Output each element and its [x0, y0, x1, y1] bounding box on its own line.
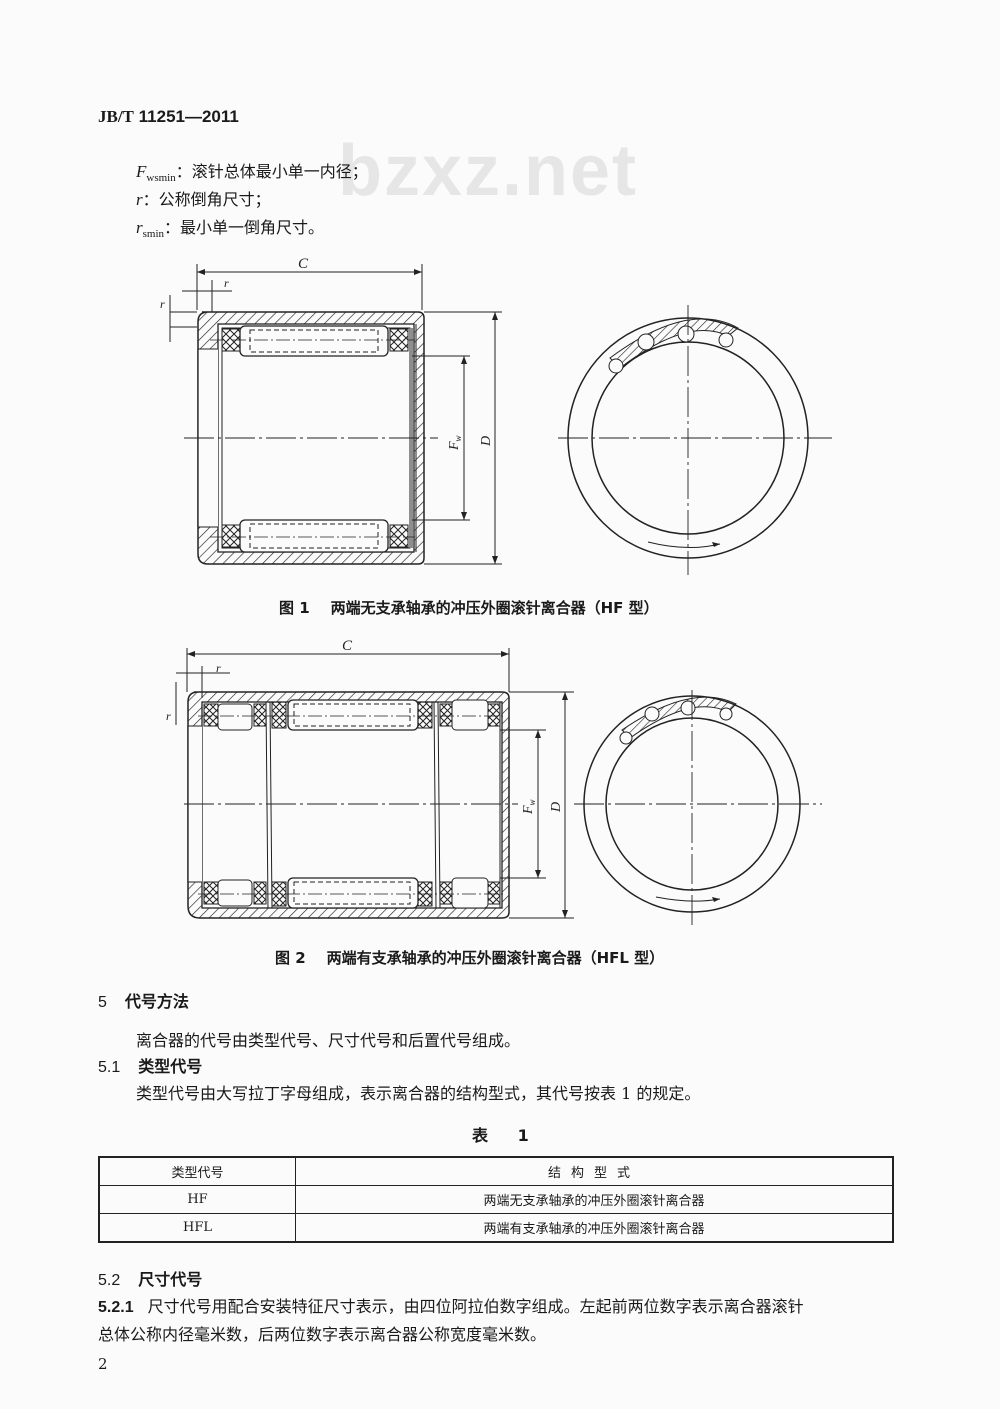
svg-text:Fw: Fw — [521, 799, 537, 815]
figure-2-front-view — [574, 690, 822, 926]
table-row: HFL 两端有支承轴承的冲压外圈滚针离合器 — [98, 1213, 894, 1243]
table-1-title: 表 1 — [472, 1126, 541, 1145]
standard-number: JB/T 11251—2011 — [98, 107, 239, 126]
watermark: bzxz.net — [338, 131, 639, 211]
svg-text:D: D — [549, 802, 564, 813]
section-5-2-1-line2: 总体公称内径毫米数，后两位数字表示离合器公称宽度毫米数。 — [98, 1325, 547, 1344]
definition-fwsmin: Fwsmin：滚针总体最小单一内径； — [136, 162, 368, 185]
svg-text:r: r — [166, 709, 171, 723]
table-header-type-code: 类型代号 — [98, 1156, 296, 1186]
table-header-structure: 结构型式 — [295, 1156, 894, 1186]
table-row: HF 两端无支承轴承的冲压外圈滚针离合器 — [98, 1185, 894, 1214]
svg-text:D: D — [479, 436, 494, 447]
figure-2-caption: 图 2 两端有支承轴承的冲压外圈滚针离合器（HFL 型） — [275, 949, 665, 967]
table-1: 类型代号 结构型式 HF 两端无支承轴承的冲压外圈滚针离合器 HFL 两端有支承… — [98, 1156, 894, 1243]
svg-text:r: r — [160, 297, 165, 311]
table-header-row: 类型代号 结构型式 — [98, 1156, 894, 1186]
figure-1-section-drawing: C r r — [160, 256, 502, 565]
figure-1-front-view — [558, 305, 832, 575]
dimension-label-c-2: C — [342, 638, 353, 654]
table-cell-structure: 两端有支承轴承的冲压外圈滚针离合器 — [295, 1213, 894, 1243]
table-cell-code: HFL — [98, 1213, 296, 1243]
figure-2-section-drawing: C r r — [166, 638, 574, 919]
svg-text:Fw: Fw — [447, 435, 463, 451]
page-number: 2 — [98, 1355, 108, 1373]
dimension-label-c: C — [298, 256, 309, 272]
definition-r: r：公称倒角尺寸； — [136, 190, 271, 209]
table-cell-structure: 两端无支承轴承的冲压外圈滚针离合器 — [295, 1185, 894, 1214]
svg-text:r: r — [224, 276, 229, 290]
figure-1-caption: 图 1 两端无支承轴承的冲压外圈滚针离合器（HF 型） — [279, 599, 659, 617]
section-5-body: 离合器的代号由类型代号、尺寸代号和后置代号组成。 — [136, 1031, 521, 1050]
definition-rsmin: rsmin：最小单一倒角尺寸。 — [136, 218, 325, 241]
table-cell-code: HF — [98, 1185, 296, 1214]
section-5-1-body: 类型代号由大写拉丁字母组成，表示离合器的结构型式，其代号按表 1 的规定。 — [136, 1084, 701, 1103]
svg-text:r: r — [216, 661, 221, 675]
